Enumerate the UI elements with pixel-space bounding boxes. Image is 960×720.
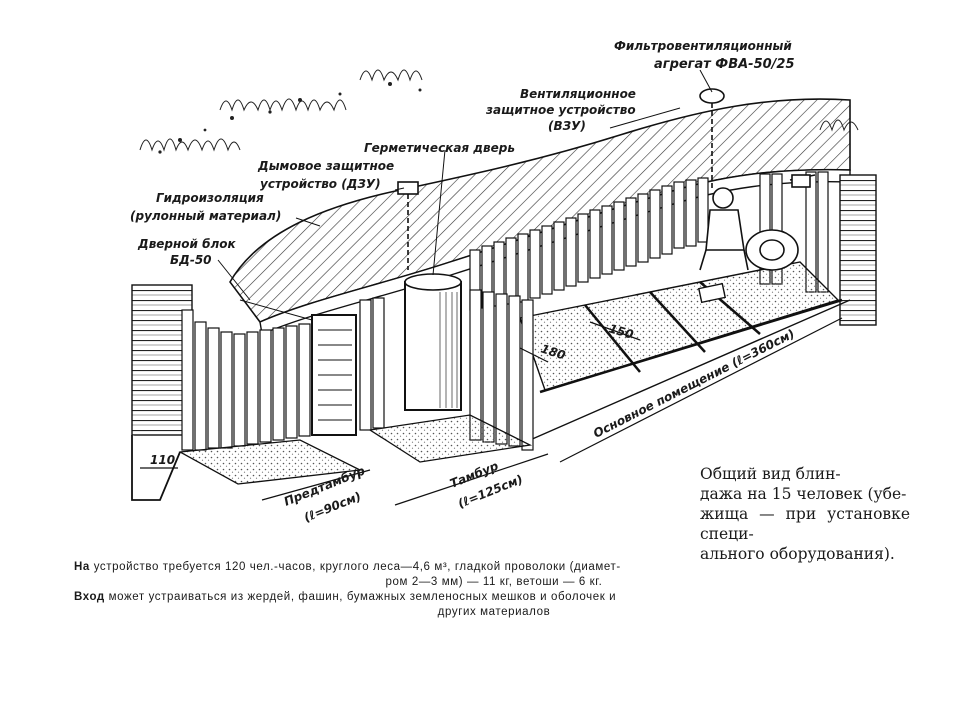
materials-note-lead: На bbox=[74, 561, 90, 573]
label-hydro-line2: (рулонный материал) bbox=[130, 209, 281, 223]
dim-150: 150 bbox=[607, 321, 635, 341]
label-vzu-line3: (ВЗУ) bbox=[548, 119, 586, 133]
person-operator bbox=[699, 187, 749, 271]
label-dzu-line1: Дымовое защитное bbox=[257, 159, 394, 173]
door-block-slats bbox=[318, 329, 352, 421]
front-log-row bbox=[181, 289, 534, 451]
fva-unit bbox=[745, 174, 816, 271]
floor-hatch bbox=[697, 282, 727, 304]
dimension-lines bbox=[140, 317, 843, 506]
materials-note-text-b: ром 2—3 мм) — 11 кг, ветоши — 6 кг. bbox=[385, 576, 603, 588]
label-vzu-line1: Вентиляционное bbox=[520, 87, 636, 101]
entrance-note-text-b: других материалов bbox=[437, 606, 551, 618]
entrance-note-lead: Вход bbox=[74, 591, 105, 603]
caption-line-3: жища — при установке специ- bbox=[700, 505, 910, 543]
entrance-note-text-a: может устраиваться из жердей, фашин, бум… bbox=[108, 591, 617, 603]
dim-110: 110 bbox=[150, 453, 175, 467]
caption-line-4: ального оборудования). bbox=[700, 545, 895, 563]
hermetic-door-shading bbox=[439, 292, 458, 408]
front-floor-edge bbox=[539, 298, 843, 394]
label-fva-line1: Фильтровентиляционный bbox=[614, 39, 792, 53]
label-hermetic-door: Герметическая дверь bbox=[364, 141, 515, 155]
vegetation-texture bbox=[158, 82, 422, 154]
dzu-cap bbox=[397, 181, 419, 195]
figure-caption: Общий вид блин- дажа на 15 человек (убе-… bbox=[700, 464, 910, 564]
label-fva-line2: агрегат ФВА-50/25 bbox=[654, 57, 795, 72]
label-door-block-line1: Дверной блок bbox=[137, 237, 237, 251]
caption-line-1: Общий вид блин- bbox=[700, 465, 841, 483]
label-dzu-line2: устройство (ДЗУ) bbox=[260, 177, 381, 191]
materials-note: На устройство требуется 120 чел.-часов, … bbox=[74, 560, 914, 590]
hermetic-door-top bbox=[404, 273, 462, 291]
tambur-floor bbox=[368, 414, 533, 463]
materials-note-text-a: устройство требуется 120 чел.-часов, кру… bbox=[93, 561, 621, 573]
entrance-note: Вход может устраиваться из жердей, фашин… bbox=[74, 590, 914, 620]
caption-line-2: дажа на 15 человек (убе- bbox=[700, 485, 907, 503]
leader-lines bbox=[217, 69, 713, 321]
label-door-block-line2: БД-50 bbox=[170, 253, 212, 267]
hermetic-door bbox=[404, 281, 462, 411]
label-hydro-line1: Гидроизоляция bbox=[156, 191, 264, 205]
label-vzu-line2: защитное устройство bbox=[485, 103, 636, 117]
front-wall-base bbox=[529, 299, 851, 441]
right-log-wall bbox=[839, 174, 877, 326]
predtambur-floor bbox=[177, 439, 363, 485]
